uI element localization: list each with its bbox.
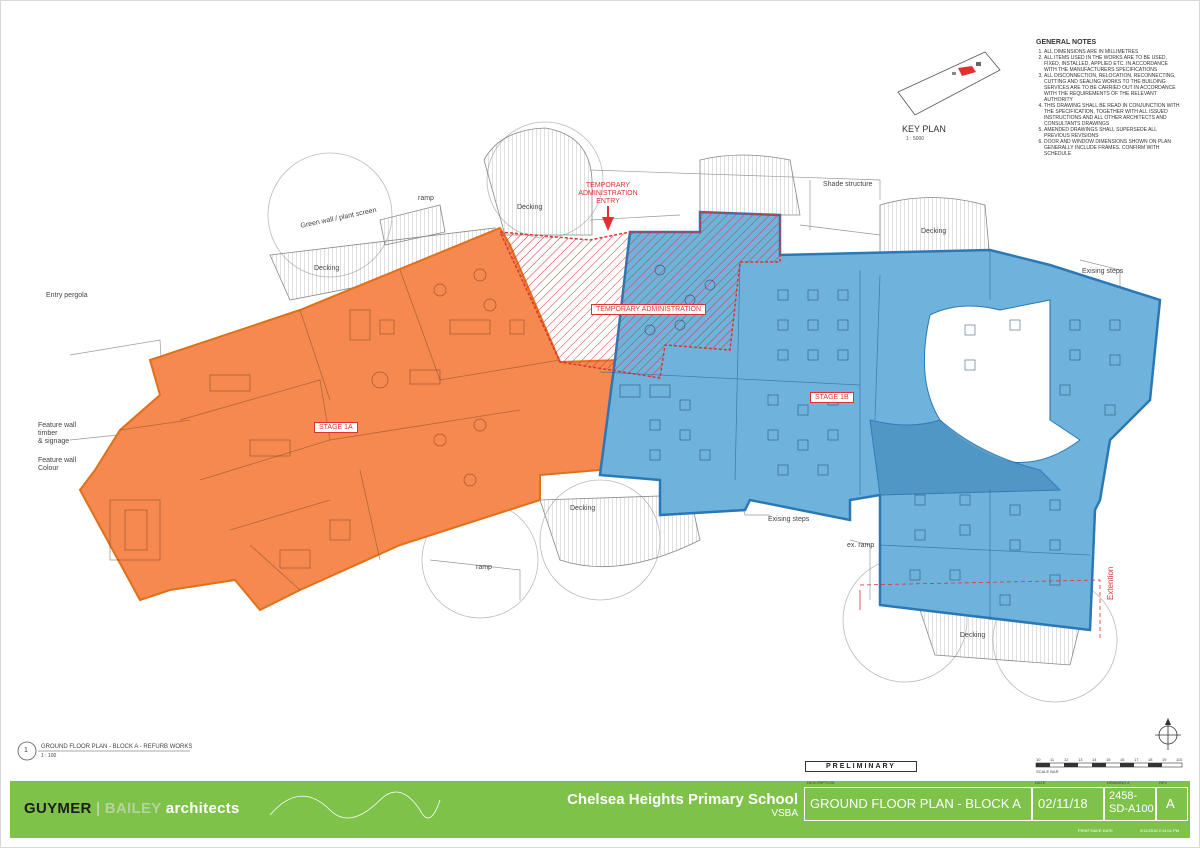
scale-bar [1035, 762, 1183, 768]
revision-header: REV [1159, 780, 1168, 785]
scale-bar-caption: SCALE BAR [1036, 769, 1059, 774]
label-decking: Decking [921, 228, 947, 235]
general-notes: GENERAL NOTES ALL DIMENSIONS ARE IN MILL… [1036, 39, 1181, 157]
label-decking: Decking [314, 265, 340, 272]
scale-tick: 19 [1162, 757, 1167, 762]
label-decking: Decking [570, 505, 596, 512]
drawing-ref-scale: 1 : 100 [41, 753, 57, 759]
scale-tick: 16 [1120, 757, 1125, 762]
courtyard-paving [869, 419, 1062, 496]
key-plan-diagram [897, 51, 1001, 116]
furniture-1b [619, 264, 1121, 606]
revision-value: A [1166, 796, 1175, 811]
furniture-1a [109, 268, 525, 569]
school-name: Chelsea Heights Primary School [567, 791, 798, 808]
stage-1a-zone [78, 226, 622, 612]
label-existing-steps: Exising steps [1082, 268, 1124, 275]
label-ramp: ramp [418, 195, 434, 202]
firm-name-part3: architects [165, 800, 240, 817]
label-stage-1a: STAGE 1A [314, 422, 358, 433]
drawing-number-header: DRAWING # [1107, 780, 1130, 785]
print-date-label: PRINT/SAVE DATE [1078, 828, 1113, 833]
label-ex-ramp: ex. ramp [847, 542, 875, 549]
scale-tick: 110 [1176, 757, 1183, 762]
firm-name-part1: GUYMER [24, 800, 92, 817]
key-plan-title: KEY PLAN [902, 124, 946, 134]
revision-cell: REV A [1156, 780, 1188, 821]
status-preliminary: PRELIMINARY [805, 761, 917, 772]
label-feature-wall-timber: Feature wall timber & signage [38, 422, 77, 445]
print-date-value: 2/11/2018 2:14:01 PM [1140, 828, 1180, 833]
stage-1a-walls [119, 269, 561, 591]
drawing-ref-bubble [17, 741, 190, 761]
temporary-administration-zone [498, 211, 781, 379]
label-stage-1b: STAGE 1B [810, 392, 854, 403]
description-value: GROUND FLOOR PLAN - BLOCK A [810, 796, 1021, 811]
note-item: DOOR AND WINDOW DIMENSIONS SHOWN ON PLAN… [1044, 139, 1181, 157]
scale-tick: 14 [1092, 757, 1097, 762]
firm-logo: GUYMER | BAILEY architects [24, 800, 240, 817]
extention-line [859, 579, 1101, 640]
note-item: ALL ITEMS USED IN THE WORKS ARE TO BE US… [1044, 55, 1181, 73]
note-item: AMENDED DRAWINGS SHALL SUPERSEDE ALL PRE… [1044, 127, 1181, 139]
description-cell: DESCRIPTION GROUND FLOOR PLAN - BLOCK A [804, 780, 1032, 821]
drawing-number-value: 2458- SD-A100 [1109, 790, 1154, 815]
firm-name-part2: BAILEY [104, 800, 162, 817]
drawing-number-cell: DRAWING # 2458- SD-A100 [1104, 780, 1156, 821]
scale-tick: 12 [1064, 757, 1069, 762]
label-entry-pergola: Entry pergola [46, 292, 88, 299]
scale-tick: 13 [1078, 757, 1083, 762]
label-temp-admin-entry: TEMPORARY ADMINISTRATION ENTRY [578, 182, 638, 205]
label-shade-structure: Shade structure [823, 181, 873, 188]
scale-tick: 17 [1134, 757, 1139, 762]
north-arrow-icon [1155, 718, 1181, 750]
label-extention: Extention [1106, 566, 1115, 600]
key-plan-scale: 1 : 5000 [906, 136, 925, 142]
date-value: 02/11/18 [1038, 796, 1088, 811]
drawing-ref-number: 1 [24, 747, 28, 754]
label-existing-steps: Exising steps [768, 516, 810, 523]
label-ramp: ramp [476, 564, 492, 571]
note-item: ALL DIMENSIONS ARE IN MILLIMETRES [1044, 49, 1181, 55]
label-temp-admin: TEMPORARY ADMINISTRATION [591, 304, 707, 315]
label-decking: Decking [517, 204, 543, 211]
description-header: DESCRIPTION [807, 780, 835, 785]
note-item: THIS DRAWING SHALL BE READ IN CONJUNCTIO… [1044, 103, 1181, 127]
scale-tick: 11 [1050, 757, 1055, 762]
stage-1b-walls [599, 250, 1091, 620]
scale-tick: 10 [1036, 757, 1041, 762]
general-notes-title: GENERAL NOTES [1036, 39, 1097, 46]
note-item: ALL DISCONNECTION, RELOCATION, RECONNECT… [1044, 73, 1181, 103]
scale-tick: 15 [1106, 757, 1111, 762]
date-header: DATE [1035, 780, 1046, 785]
label-decking: Decking [960, 632, 986, 639]
scale-tick: 18 [1148, 757, 1153, 762]
entry-arrow-icon [602, 217, 614, 231]
label-feature-wall-colour: Feature wall Colour [38, 457, 77, 472]
client-name: VSBA [771, 808, 798, 819]
drawing-ref-title: GROUND FLOOR PLAN - BLOCK A - REFURB WOR… [41, 744, 193, 750]
date-cell: DATE 02/11/18 [1032, 780, 1104, 821]
